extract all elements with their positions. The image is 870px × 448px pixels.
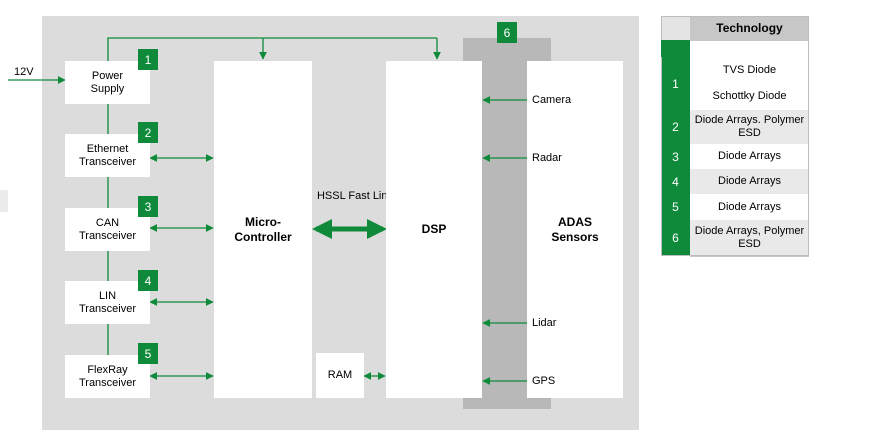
adas-sensors-label: ADAS Sensors <box>551 214 599 244</box>
sensor-gps: GPS <box>532 375 556 387</box>
table-cell-5: Diode Arrays <box>690 194 809 221</box>
table-cell-4: Diode Arrays <box>690 169 809 195</box>
hssl-label: HSSL Fast Link <box>316 190 393 202</box>
ram-block: RAM <box>316 353 364 398</box>
table-row-num-6: 6 <box>661 220 690 256</box>
badge-5: 5 <box>138 343 158 364</box>
table-header: Technology <box>690 16 809 40</box>
table-row-num-1: 1 <box>661 57 690 110</box>
can-block: CAN Transceiver <box>65 208 150 251</box>
side-tab <box>0 190 8 212</box>
power-supply-label: Power Supply <box>90 69 125 95</box>
table-row-num-2: 2 <box>661 110 690 144</box>
table-cell-3: Diode Arrays <box>690 144 809 170</box>
badge-1: 1 <box>138 49 158 70</box>
table-cell-1a: TVS Diode <box>690 57 809 84</box>
table-cell-2: Diode Arrays. Polymer ESD <box>690 110 809 145</box>
input-label: 12V <box>14 66 34 78</box>
ethernet-label: Ethernet Transceiver <box>78 142 137 168</box>
lin-label: LIN Transceiver <box>78 289 137 315</box>
table-row-num-1-top <box>661 40 690 57</box>
power-supply-block: Power Supply <box>65 61 150 104</box>
table-row-num-4: 4 <box>661 169 690 194</box>
table-cell-6: Diode Arrays, Polymer ESD <box>690 220 809 257</box>
adas-sensors-block: ADAS Sensors <box>527 61 623 398</box>
table-cell-1b: Schottky Diode <box>690 83 809 111</box>
table-corner <box>661 16 690 40</box>
sensor-lidar: Lidar <box>532 317 557 329</box>
ethernet-block: Ethernet Transceiver <box>65 134 150 177</box>
ram-label: RAM <box>327 369 353 381</box>
dsp-block: DSP <box>386 61 482 398</box>
badge-4: 4 <box>138 270 158 291</box>
badge-3: 3 <box>138 196 158 217</box>
table-row-num-5: 5 <box>661 194 690 220</box>
microcontroller-block: Micro- Controller <box>214 61 312 398</box>
microcontroller-label: Micro- Controller <box>234 214 292 244</box>
lin-block: LIN Transceiver <box>65 281 150 324</box>
table-divider <box>690 40 809 41</box>
sensor-radar: Radar <box>532 152 562 164</box>
supply-bus <box>107 37 437 62</box>
badge-2: 2 <box>138 122 158 143</box>
table-row-num-3: 3 <box>661 144 690 169</box>
badge-6: 6 <box>497 22 517 43</box>
flexray-block: FlexRay Transceiver <box>65 355 150 398</box>
dsp-label: DSP <box>421 222 447 236</box>
sensor-camera: Camera <box>532 94 572 106</box>
flexray-label: FlexRay Transceiver <box>78 363 137 389</box>
can-label: CAN Transceiver <box>78 216 137 242</box>
